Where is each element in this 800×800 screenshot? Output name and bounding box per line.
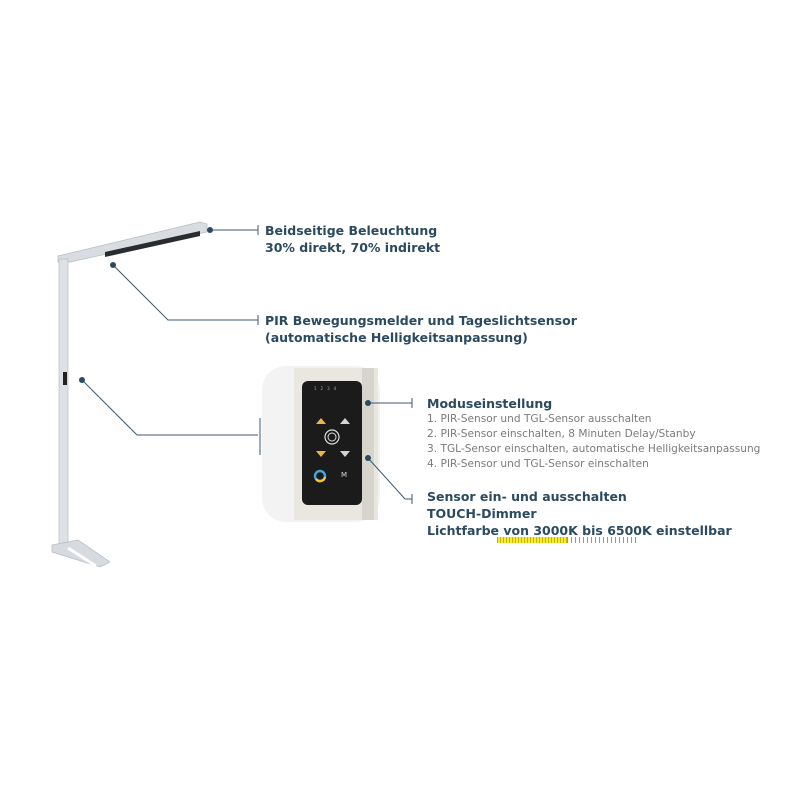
floor-lamp bbox=[51, 221, 208, 568]
mode-item: 1. PIR-Sensor und TGL-Sensor ausschalten bbox=[427, 413, 652, 425]
mode-indicators: 1234 bbox=[314, 386, 341, 391]
mode-item: 3. TGL-Sensor einschalten, automatische … bbox=[427, 443, 761, 455]
leader-lines bbox=[81, 225, 413, 504]
color-temperature-scale bbox=[497, 537, 637, 543]
callout-lighting: Beidseitige Beleuchtung 30% direkt, 70% … bbox=[265, 223, 441, 255]
brightness-icon bbox=[324, 429, 340, 445]
warm-down-icon bbox=[316, 451, 326, 457]
mode-item: 2. PIR-Sensor einschalten, 8 Minuten Del… bbox=[427, 428, 696, 440]
warm-up-icon bbox=[316, 418, 326, 424]
mode-button[interactable]: M bbox=[341, 471, 348, 479]
callout-sensor: PIR Bewegungsmelder und Tageslichtsensor… bbox=[265, 313, 577, 345]
remote-inset bbox=[262, 366, 380, 522]
mode-item: 4. PIR-Sensor und TGL-Sensor einschalten bbox=[427, 458, 649, 470]
callout-modes: Moduseinstellung 1. PIR-Sensor und TGL-S… bbox=[427, 396, 761, 470]
touch-panel bbox=[302, 381, 362, 505]
callout-touch: Sensor ein- und ausschalten TOUCH-Dimmer… bbox=[427, 489, 732, 538]
bright-down-icon bbox=[340, 451, 350, 457]
callout-dots bbox=[79, 227, 371, 461]
bright-up-icon bbox=[340, 418, 350, 424]
